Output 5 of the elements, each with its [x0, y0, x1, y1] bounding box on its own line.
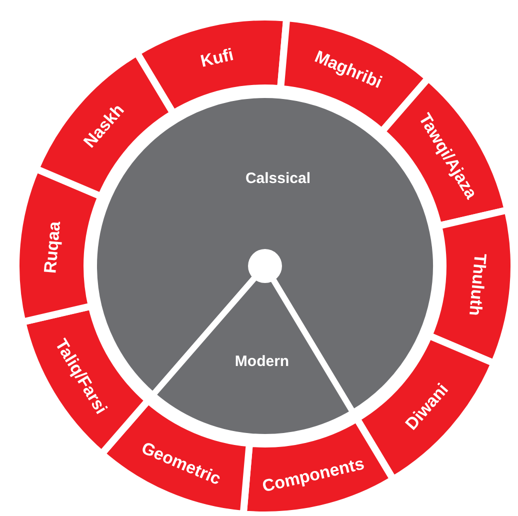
segment-label: Ruqaa: [41, 220, 63, 274]
sector-label: Calssical: [245, 170, 311, 186]
segment-label: Kufi: [198, 45, 235, 70]
sector-label: Modern: [234, 354, 290, 368]
segment-label: Thuluth: [467, 252, 490, 316]
